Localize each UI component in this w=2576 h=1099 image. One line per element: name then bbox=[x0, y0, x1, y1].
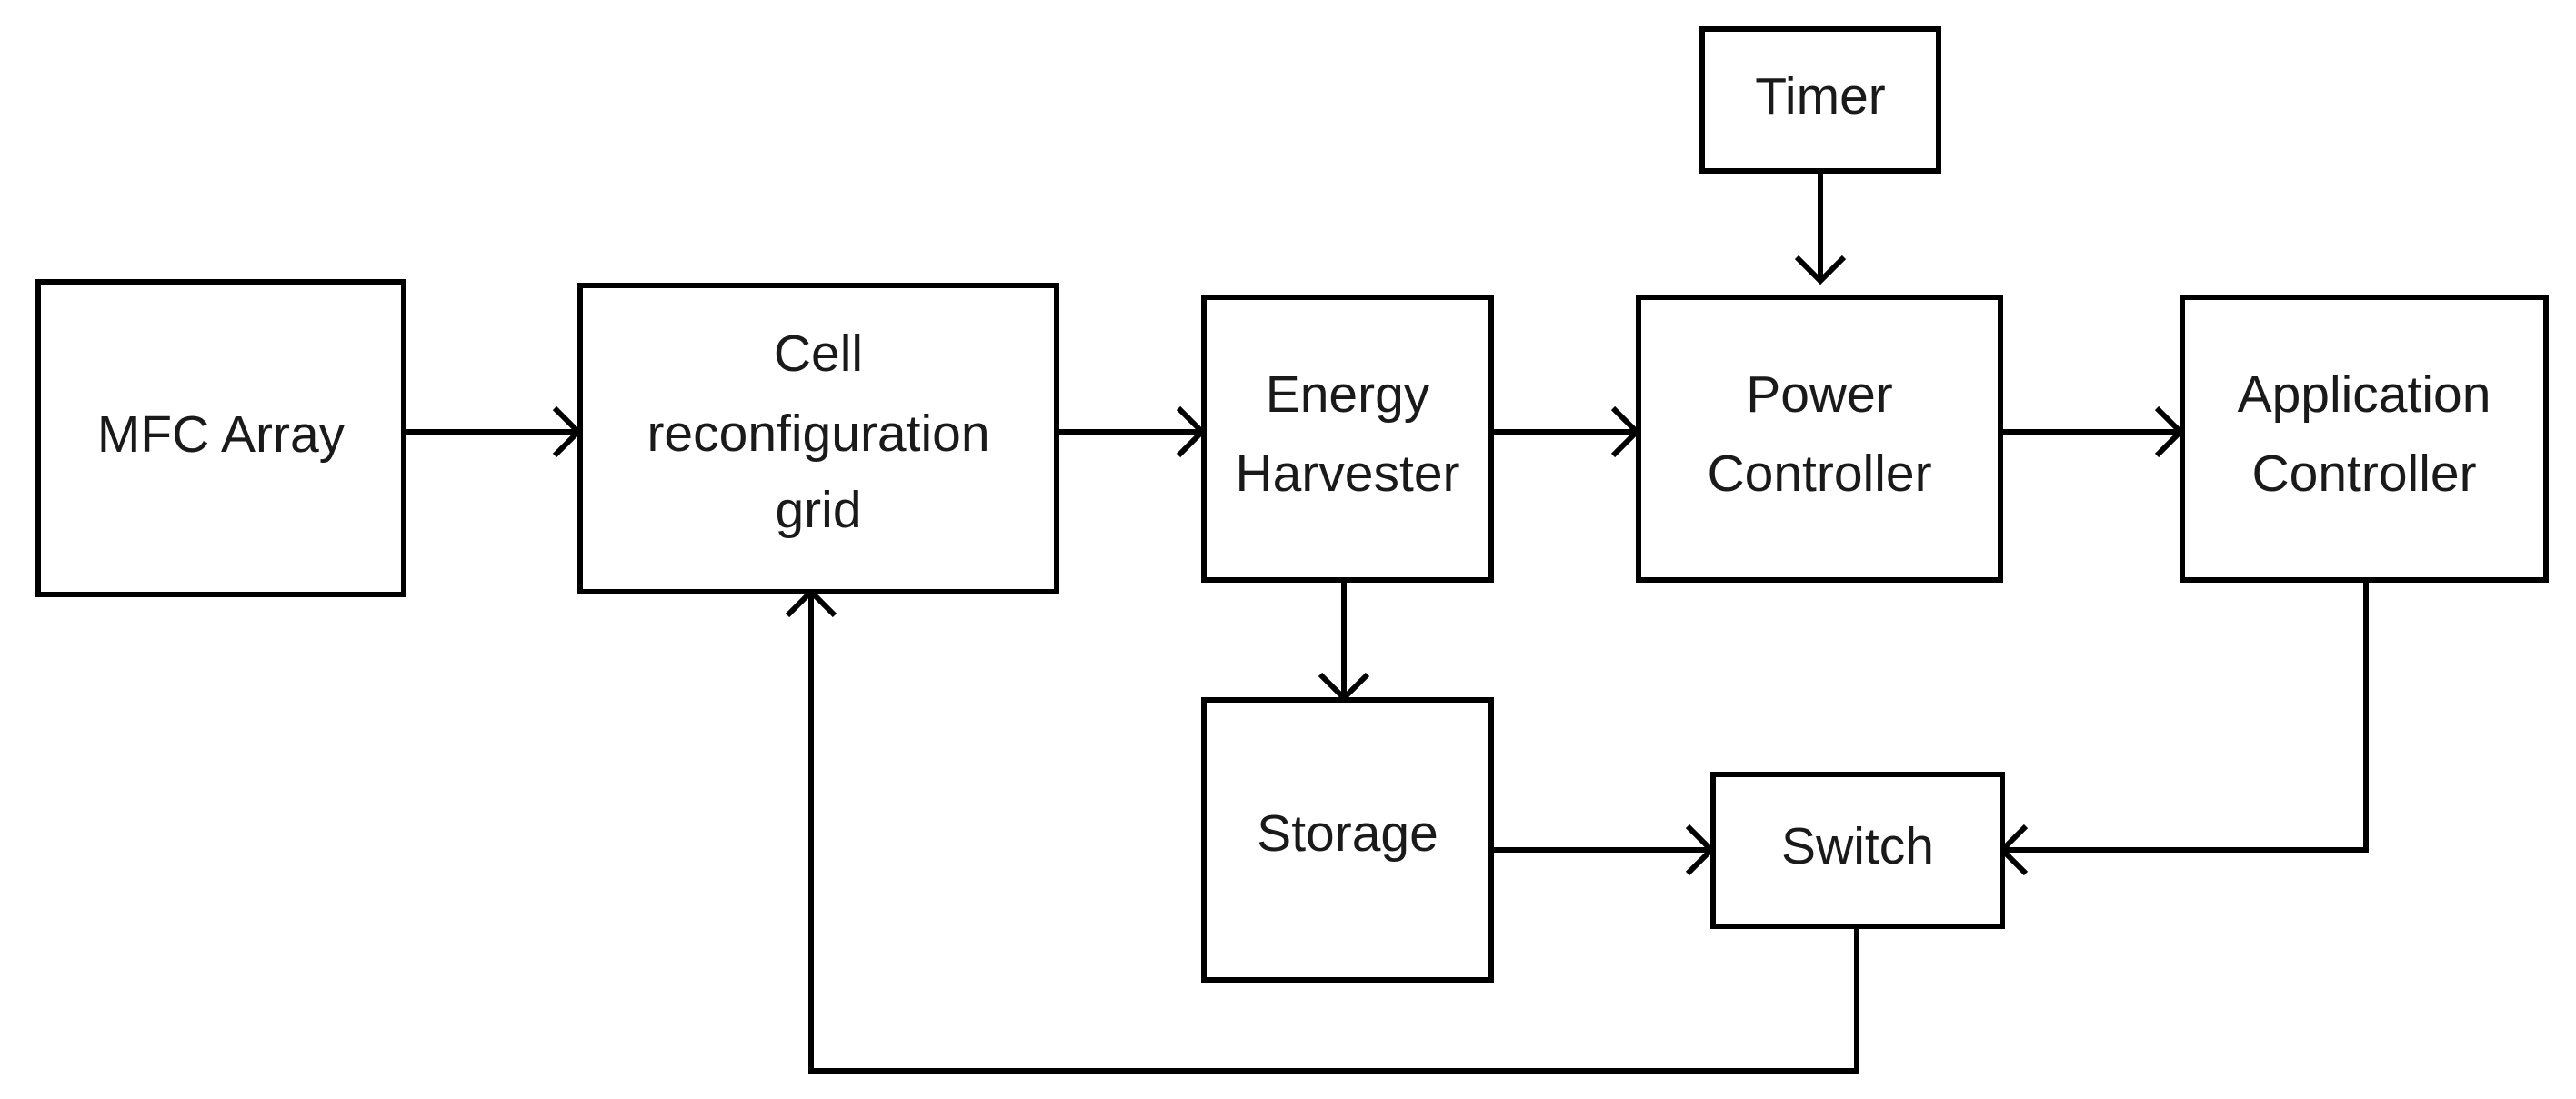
arrowhead-down-icon bbox=[1794, 255, 1847, 285]
edge-storage-to-switch bbox=[1491, 824, 1716, 876]
node-power-controller-label-line-2: Controller bbox=[1707, 445, 1931, 503]
edge-timer-to-power-controller bbox=[1794, 171, 1847, 285]
node-cell-grid-label-line-2: reconfiguration bbox=[647, 405, 989, 463]
node-application-controller: Application Controller bbox=[2180, 295, 2549, 583]
node-switch: Switch bbox=[1710, 772, 2005, 929]
node-cell-reconfiguration-grid: Cell reconfiguration grid bbox=[577, 283, 1059, 594]
edge-power-controller-to-application-controller bbox=[2000, 405, 2185, 458]
node-application-controller-label-line-2: Controller bbox=[2251, 445, 2476, 503]
node-power-controller-label-line-1: Power bbox=[1746, 365, 1893, 424]
node-timer: Timer bbox=[1699, 26, 1941, 174]
node-energy-harvester-label-line-2: Harvester bbox=[1235, 445, 1459, 503]
node-storage-label: Storage bbox=[1257, 804, 1438, 863]
edge-cell-grid-to-energy-harvester bbox=[1057, 405, 1207, 458]
node-cell-grid-label-line-1: Cell bbox=[774, 325, 863, 383]
node-cell-grid-label-line-3: grid bbox=[775, 481, 861, 539]
node-energy-harvester-label-line-1: Energy bbox=[1266, 365, 1430, 424]
node-timer-label: Timer bbox=[1755, 67, 1886, 125]
edge-energy-harvester-to-power-controller bbox=[1491, 405, 1641, 458]
edge-application-controller-to-switch bbox=[1998, 580, 2369, 876]
node-storage: Storage bbox=[1201, 697, 1494, 983]
node-energy-harvester: Energy Harvester bbox=[1201, 295, 1494, 583]
node-application-controller-label-line-1: Application bbox=[2238, 365, 2491, 424]
node-mfc-array-label: MFC Array bbox=[97, 405, 346, 464]
edge-energy-harvester-to-storage bbox=[1318, 580, 1370, 703]
node-power-controller: Power Controller bbox=[1636, 295, 2003, 583]
node-switch-label: Switch bbox=[1781, 817, 1934, 875]
node-mfc-array: MFC Array bbox=[35, 279, 406, 597]
edge-mfc-array-to-cell-grid bbox=[404, 405, 583, 458]
